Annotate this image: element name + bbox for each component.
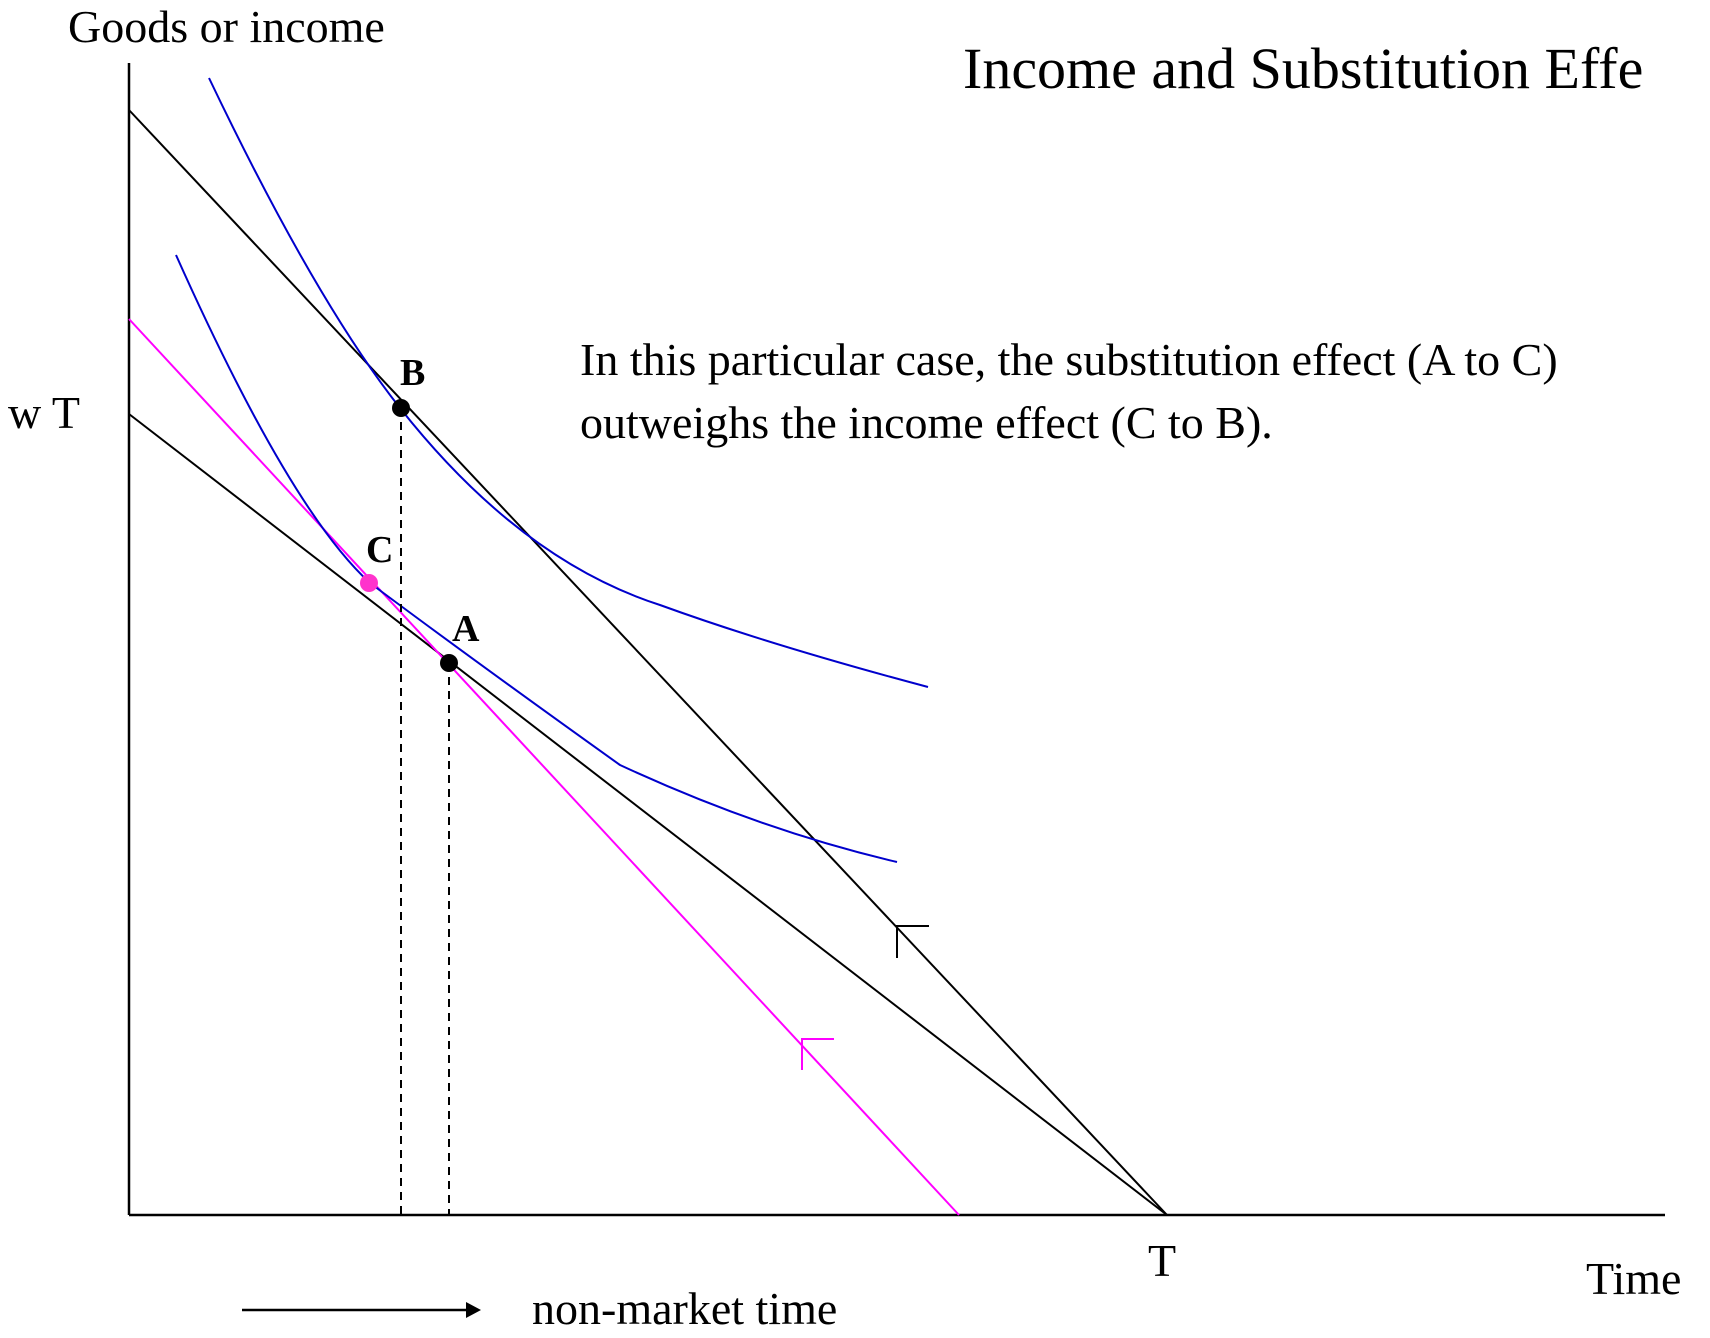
original-budget-line [128,413,1168,1216]
lower-indifference-curve [175,254,898,863]
point-c-dot [360,574,378,592]
point-a-dot [440,654,458,672]
point-a-label: A [452,608,480,650]
y-tick-label: w T [8,387,80,438]
arrow-label: non-market time [532,1283,837,1333]
new-budget-line [128,109,1168,1216]
note-line-2: outweighs the income effect (C to B). [580,397,1273,448]
compensated-budget-line [128,318,960,1216]
chart-title: Income and Substitution Effe [963,36,1643,101]
note-line-1: In this particular case, the substitutio… [580,334,1558,385]
point-c-label: C [366,529,393,571]
magenta-line-marker [801,1038,834,1070]
x-axis-label: Time [1586,1253,1681,1304]
point-b-dot [392,399,410,417]
black-line-marker [896,925,929,958]
higher-indifference-curve [208,77,929,688]
x-tick-label: T [1148,1235,1176,1286]
point-b-label: B [400,352,425,394]
arrow-head [466,1302,481,1318]
y-axis-label: Goods or income [68,1,385,52]
